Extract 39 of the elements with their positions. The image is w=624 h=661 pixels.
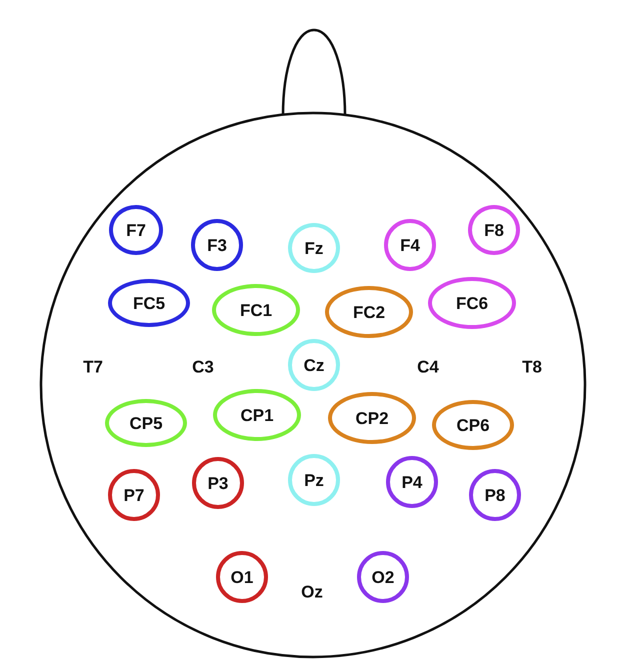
electrode-ring <box>192 457 244 509</box>
electrode-ring <box>216 551 268 603</box>
electrode-label: FC2 <box>352 304 386 320</box>
electrode-label: P3 <box>208 474 228 492</box>
electrode-label: P8 <box>484 486 506 504</box>
electrode-ring <box>469 469 521 521</box>
electrode-ring <box>109 205 163 255</box>
electrode-label: C3 <box>192 358 214 376</box>
electrode-label: Cz <box>304 356 324 374</box>
electrode-label: CP1 <box>240 406 274 424</box>
electrode-label: Oz <box>301 584 323 600</box>
electrode-ring <box>288 339 340 391</box>
electrode-label: Pz <box>304 472 324 488</box>
electrode-ring <box>191 219 243 271</box>
electrode-label: F3 <box>207 236 227 254</box>
electrode-label: CP2 <box>355 410 389 426</box>
electrode-ring <box>468 205 520 255</box>
electrode-label: F7 <box>126 222 146 238</box>
electrode-ring <box>386 456 438 508</box>
electrode-label: F8 <box>484 222 504 238</box>
electrode-label: T7 <box>83 358 103 376</box>
electrode-ring <box>108 469 160 521</box>
electrode-label: CP6 <box>456 416 490 434</box>
electrode-ring <box>384 219 436 271</box>
electrode-label: F4 <box>400 236 420 254</box>
electrode-label: P7 <box>124 486 144 504</box>
electrode-label: FC6 <box>456 294 488 312</box>
electrode-label: FC5 <box>132 294 166 312</box>
electrode-label: FC1 <box>240 302 272 318</box>
electrode-label: C4 <box>417 358 439 376</box>
electrode-ring <box>288 223 340 273</box>
electrode-label: O2 <box>372 568 394 586</box>
electrode-ring <box>357 551 409 603</box>
electrode-ring <box>288 454 340 506</box>
electrode-label: T8 <box>522 358 542 376</box>
electrode-label: O1 <box>230 568 254 586</box>
electrode-label: Fz <box>304 240 324 256</box>
electrode-label: P4 <box>402 474 422 490</box>
electrode-label: CP5 <box>129 414 163 432</box>
